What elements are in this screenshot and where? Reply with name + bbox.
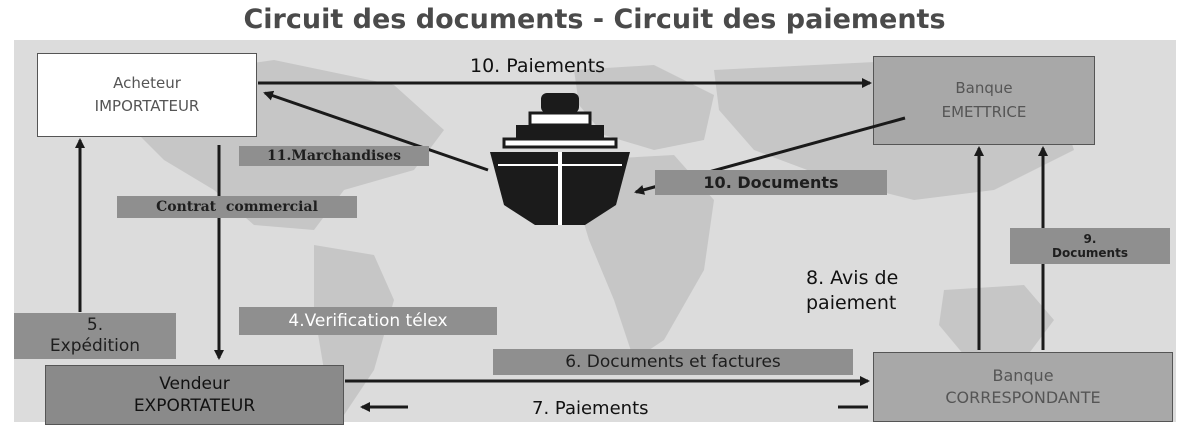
- label-documents-factures-6: 6. Documents et factures: [493, 349, 853, 375]
- avis-line2: paiement: [806, 291, 897, 314]
- vendeur-line2: EXPORTATEUR: [133, 396, 256, 416]
- avis-line1: 8. Avis de: [806, 267, 899, 289]
- label-contrat-commercial: Contrat commercial: [117, 196, 357, 218]
- documents-9-text: Documents: [1052, 246, 1128, 260]
- banque-emettrice-box: Banque EMETTRICE: [873, 56, 1095, 145]
- banque-correspondante-line1: Banque: [992, 366, 1054, 386]
- arrow-marchandises-11: [263, 90, 489, 172]
- ship-icon: [490, 93, 630, 225]
- label-documents-10: 10. Documents: [655, 170, 887, 195]
- vendeur-exportateur-box: Vendeur EXPORTATEUR: [45, 365, 344, 425]
- acheteur-line2: IMPORTATEUR: [94, 97, 200, 115]
- banque-correspondante-line2: CORRESPONDANTE: [945, 388, 1101, 407]
- label-documents-9: 9. Documents: [1010, 228, 1170, 264]
- expedition-number: 5.: [86, 314, 104, 335]
- acheteur-line1: Acheteur: [113, 73, 181, 92]
- diagram-title: Circuit des documents - Circuit des paie…: [243, 4, 946, 35]
- expedition-text: Expédition: [49, 336, 141, 356]
- label-marchandises-11: 11.Marchandises: [239, 146, 429, 166]
- banque-correspondante-box: Banque CORRESPONDANTE: [873, 352, 1173, 422]
- documents-9-number: 9.: [1083, 231, 1097, 246]
- label-paiements-10: 10. Paiements: [470, 55, 606, 77]
- label-avis-paiement-8: 8. Avis de paiement: [806, 266, 898, 315]
- vendeur-line1: Vendeur: [159, 373, 230, 394]
- label-paiements-7: 7. Paiements: [532, 398, 649, 419]
- label-expedition-5: 5. Expédition: [14, 313, 176, 359]
- label-verification-telex-4: 4.Verification télex: [239, 307, 497, 335]
- banque-emettrice-line2: EMETTRICE: [941, 102, 1027, 121]
- banque-emettrice-line1: Banque: [955, 79, 1013, 98]
- acheteur-importateur-box: Acheteur IMPORTATEUR: [37, 53, 257, 137]
